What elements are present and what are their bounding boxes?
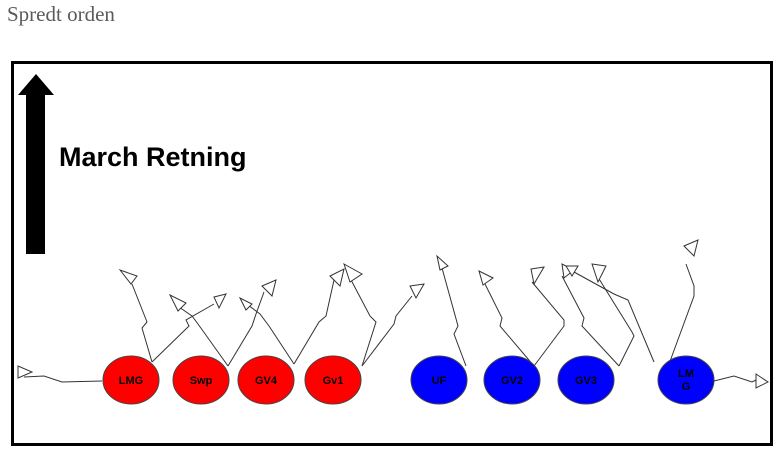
lmg-arrow-2 [151,303,215,363]
unit-gv2: GV2 [483,355,541,405]
swp-arrowhead [168,293,187,312]
movement-arrows [17,239,769,389]
gv2-arrow-2 [531,281,565,367]
lmg2-arrow-2 [668,263,695,365]
unit-oval [483,355,541,405]
unit-gv4: GV4 [237,355,295,405]
unit-lm-g: LMG [657,355,715,405]
unit-gv1: Gv1 [304,355,362,405]
swp-arrow-2 [227,291,265,367]
unit-label: Gv1 [323,375,344,387]
unit-oval [410,355,468,405]
unit-oval [237,355,295,405]
lmg2-arrowhead-2 [683,239,699,257]
unit-swp: Swp [172,355,230,405]
lmg2-arrowhead [565,265,579,277]
gv4-arrow [243,301,295,365]
lmg2-right-arrow [713,375,757,383]
gv2-arrow [483,281,535,367]
march-direction-label: March Retning [59,142,247,172]
unit-oval [102,355,160,405]
gv1-arrow-2 [361,295,413,367]
uf-arrowhead [436,254,449,271]
lmg-arrowhead-2 [213,293,227,310]
swp-arrowhead-2 [261,279,277,297]
gv4-arrowhead-2 [329,268,345,287]
unit-label: Swp [190,375,213,387]
gv3-arrow [561,275,620,367]
lmg-left-arrow [23,375,103,383]
unit-uf: UF [410,355,468,405]
march-direction-arrow [18,74,54,254]
swp-arrow [178,306,229,367]
formation-diagram: March Retning [11,61,773,446]
page-title: Spredt orden [7,2,115,26]
gv3-arrowhead-2 [591,263,607,284]
unit-label: UF [432,375,447,387]
unit-oval [557,355,615,405]
gv2-arrowhead [478,270,494,286]
unit-label: G [682,381,691,393]
lmg-arrow [131,283,153,363]
gv4-arrowhead [238,296,253,311]
uf-arrow [441,267,467,367]
gv1-arrowhead-2 [409,283,425,300]
unit-label: LM [678,368,694,380]
unit-label: GV3 [575,375,597,387]
unit-label: LMG [119,375,143,387]
gv2-arrowhead-2 [530,266,545,286]
gv3-arrow-2 [595,273,635,367]
unit-oval [172,355,230,405]
gv1-arrow [349,277,377,367]
lmg2-arrow [573,271,655,363]
unit-label: GV2 [501,375,523,387]
lmg-arrowhead [118,268,138,285]
unit-lmg: LMG [102,355,160,405]
formation-svg: March Retning [17,74,769,405]
gv4-arrow-2 [293,279,335,365]
lmg-left-arrowhead [17,365,34,379]
gv1-arrowhead [343,262,363,283]
unit-oval [304,355,362,405]
unit-gv3: GV3 [557,355,615,405]
unit-label: GV4 [255,375,278,387]
lmg2-right-arrowhead [755,373,769,389]
unit-oval [657,355,715,405]
unit-group: LMG Swp GV4 Gv1 UF GV2 GV3 LMG [102,355,715,405]
